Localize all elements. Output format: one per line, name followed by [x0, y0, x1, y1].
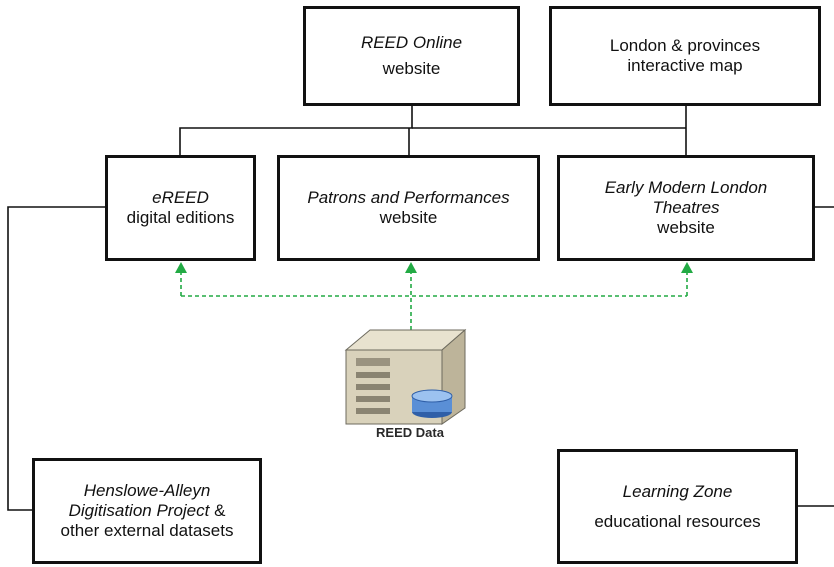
- learning-zone-box[interactable]: Learning Zone educational resources: [557, 449, 798, 564]
- interactive-map-line1: London & provinces: [609, 36, 761, 55]
- learning-zone-title: Learning Zone: [622, 481, 733, 501]
- data-links: [180, 270, 688, 330]
- henslowe-title-line2-wrap: Digitisation Project &: [69, 501, 226, 521]
- ereed-title: eREED: [152, 188, 209, 207]
- henslowe-ampersand: &: [209, 501, 226, 520]
- henslowe-title-line1: Henslowe-Alleyn: [83, 481, 211, 500]
- henslowe-line3: other external datasets: [60, 521, 234, 540]
- arrowhead-patrons: [405, 262, 417, 273]
- early-modern-london-theatres-box[interactable]: Early Modern London Theatres website: [557, 155, 815, 261]
- server-database-icon: [344, 328, 467, 425]
- reed-online-title: REED Online: [360, 33, 463, 52]
- ereed-subtitle: digital editions: [126, 208, 235, 227]
- patrons-performances-subtitle: website: [379, 208, 438, 227]
- henslowe-title-line2: Digitisation Project: [68, 501, 210, 520]
- emlt-title-line2: Theatres: [652, 198, 720, 217]
- reed-data-label: REED Data: [376, 425, 444, 440]
- hierarchy-connectors: [7, 104, 834, 511]
- learning-zone-subtitle: educational resources: [594, 511, 761, 531]
- henslowe-alleyn-box[interactable]: Henslowe-Alleyn Digitisation Project & o…: [32, 458, 262, 564]
- arrowhead-ereed: [175, 262, 187, 273]
- reed-online-subtitle: website: [382, 59, 441, 78]
- patrons-performances-box[interactable]: Patrons and Performances website: [277, 155, 540, 261]
- patrons-performances-title: Patrons and Performances: [307, 188, 510, 207]
- data-link-arrowheads: [175, 262, 693, 273]
- connector-ereed-to-henslowe: [7, 206, 106, 511]
- emlt-title-line1: Early Modern London: [604, 178, 768, 197]
- reed-online-box[interactable]: REED Online website: [303, 6, 520, 106]
- arrowhead-emlt: [681, 262, 693, 273]
- interactive-map-box[interactable]: London & provinces interactive map: [549, 6, 821, 106]
- ereed-box[interactable]: eREED digital editions: [105, 155, 256, 261]
- connector-reed-to-ereed: [179, 104, 413, 155]
- interactive-map-line2: interactive map: [627, 56, 743, 75]
- emlt-subtitle: website: [657, 218, 715, 237]
